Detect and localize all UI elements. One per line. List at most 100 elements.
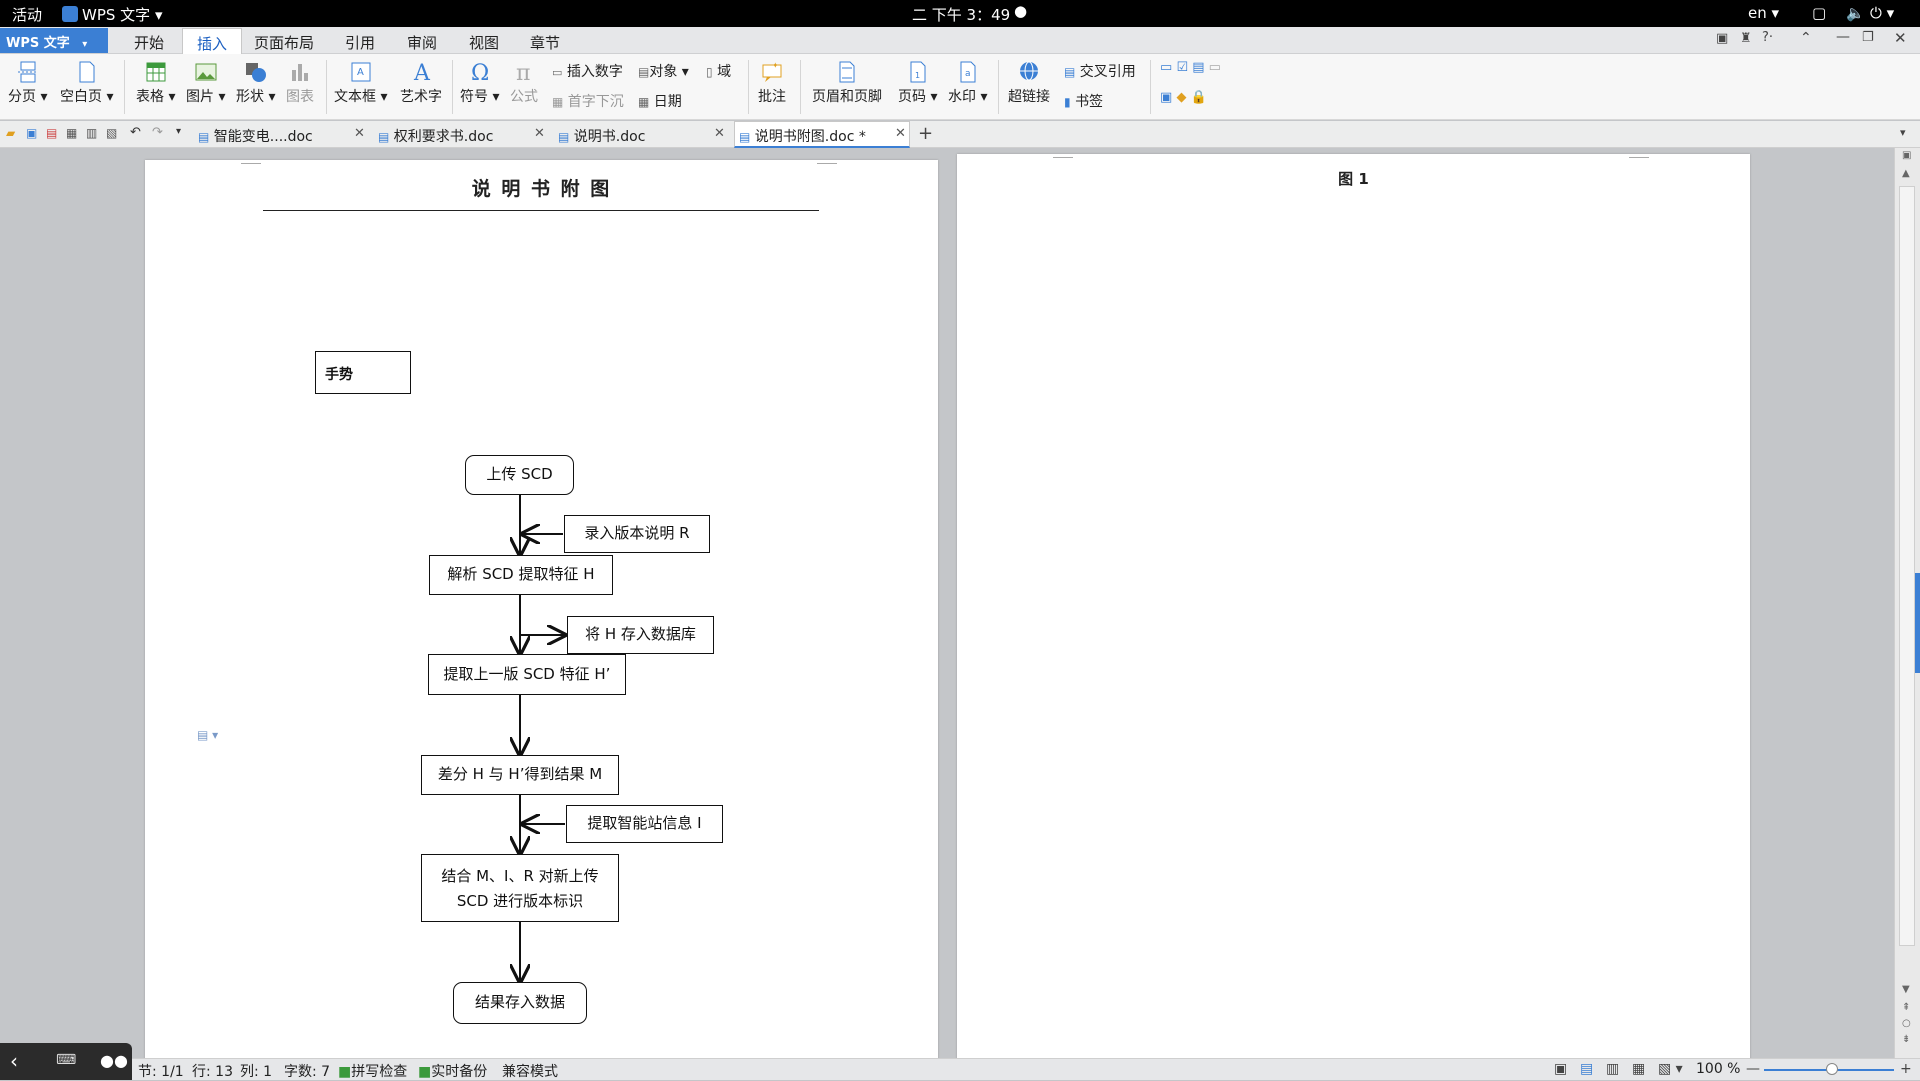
doc-tab-active[interactable]: ▤ 说明书附图.doc * ✕ (734, 121, 910, 148)
activities-button[interactable]: 活动 (12, 6, 43, 24)
shape-button[interactable]: 形状 ▾ (236, 60, 275, 106)
scroll-down-icon[interactable]: ▼ (1902, 984, 1910, 995)
gesture-box[interactable]: 手势 (315, 351, 411, 394)
zoom-in-icon[interactable]: + (1900, 1061, 1912, 1077)
picture-button[interactable]: 图片 ▾ (186, 60, 225, 106)
form-field-icon[interactable]: ▭ (1160, 60, 1173, 75)
vertical-scrollbar[interactable]: ▣ ▲ ▼ ⇞ ○ ⇟ (1894, 148, 1920, 1058)
date-button[interactable]: ▦ 日期 (638, 94, 682, 110)
new-tab-icon[interactable]: + (918, 123, 934, 144)
next-page-icon[interactable]: ⇟ (1902, 1034, 1911, 1045)
blank-page-button[interactable]: 空白页 ▾ (60, 60, 113, 106)
table-button[interactable]: 表格 ▾ (136, 60, 175, 106)
spell-check-toggle[interactable]: ■拼写检查 (338, 1064, 408, 1080)
page-1[interactable]: 说 明 书 附 图 手势 上传 SCD 录入版本说明 R 解析 SCD 提取特征… (145, 160, 938, 1058)
status-word-count[interactable]: 字数: 7 (284, 1064, 331, 1080)
find-icon[interactable]: ▧ (106, 126, 118, 140)
fit-page-icon[interactable]: ▣ (1554, 1061, 1568, 1077)
tab-insert[interactable]: 插入 (182, 28, 243, 55)
web-view-icon[interactable]: ▦ (1632, 1061, 1646, 1077)
close-tab-icon[interactable]: ✕ (895, 126, 906, 141)
tab-references[interactable]: 引用 (345, 34, 376, 52)
tab-list-icon[interactable]: ▾ (1900, 126, 1906, 139)
tab-chapter[interactable]: 章节 (530, 34, 561, 52)
flow-store-h[interactable]: 将 H 存入数据库 (567, 616, 714, 654)
keyboard-icon[interactable]: ⌨ (56, 1052, 77, 1068)
scroll-up-icon[interactable]: ▲ (1902, 168, 1910, 179)
flow-parse-scd[interactable]: 解析 SCD 提取特征 H (429, 555, 613, 595)
app-menu-button[interactable]: WPS 文字 ▾ (62, 4, 162, 25)
page-title[interactable]: 说 明 书 附 图 (471, 178, 612, 200)
cross-reference-button[interactable]: ▤ 交叉引用 (1064, 64, 1136, 80)
doc-tab-2[interactable]: ▤ 权利要求书.doc ✕ (378, 126, 545, 145)
flow-extract-station[interactable]: 提取智能站信息 I (566, 805, 723, 843)
page-2[interactable]: 图 1 (957, 154, 1750, 1058)
insert-number-button[interactable]: ▭ 插入数字 (552, 64, 623, 80)
select-browse-icon[interactable]: ○ (1902, 1018, 1911, 1029)
tab-start[interactable]: 开始 (134, 34, 165, 52)
flow-upload-scd[interactable]: 上传 SCD (465, 455, 574, 495)
undo-icon[interactable]: ↶ (130, 125, 141, 140)
wechat-icon[interactable]: ●● (100, 1051, 128, 1070)
close-tab-icon[interactable]: ✕ (534, 126, 545, 141)
checkbox-field-icon[interactable]: ☑ (1176, 60, 1189, 75)
drop-cap-button[interactable]: ▦ 首字下沉 (552, 94, 624, 110)
dropdown-field-icon[interactable]: ▤ (1192, 60, 1205, 75)
prev-page-icon[interactable]: ⇞ (1902, 1002, 1911, 1013)
design-mode-icon[interactable]: ▣ (1160, 90, 1173, 105)
open-folder-icon[interactable]: ▰ (6, 126, 16, 140)
lock-icon[interactable]: 🔒 (1190, 90, 1207, 105)
print-preview-icon[interactable]: ▥ (86, 126, 98, 140)
redo-icon[interactable]: ↷ (152, 125, 163, 140)
help-icon[interactable]: ?· (1762, 30, 1774, 45)
back-chevron-icon[interactable]: ‹ (10, 1049, 18, 1073)
page-view-icon[interactable]: ▤ (1580, 1061, 1594, 1077)
volume-icon[interactable]: 🔈 (1846, 4, 1865, 22)
restore-icon[interactable]: ❐ (1862, 30, 1874, 45)
power-icon[interactable]: ⏻ ▾ (1870, 4, 1895, 22)
tab-view[interactable]: 视图 (469, 34, 500, 52)
object-button[interactable]: ▤对象 ▾ (638, 64, 689, 80)
flow-diff[interactable]: 差分 H 与 H’得到结果 M (421, 755, 619, 795)
quick-access-dropdown-icon[interactable]: ▾ (176, 126, 182, 137)
eraser-icon[interactable]: ◆ (1176, 90, 1187, 105)
bookmark-button[interactable]: ▮ 书签 (1064, 94, 1104, 110)
reading-view-icon[interactable]: ▧ ▾ (1658, 1061, 1683, 1077)
flow-extract-previous[interactable]: 提取上一版 SCD 特征 H’ (428, 654, 626, 695)
shirt-icon[interactable]: ♜ (1740, 31, 1752, 46)
flow-store-result[interactable]: 结果存入数据 (453, 982, 587, 1024)
chart-button[interactable]: 图表 (286, 60, 314, 106)
form-tools-row[interactable]: ▣ ◆ 🔒 (1160, 90, 1207, 105)
form-controls-row[interactable]: ▭ ☑ ▤ ▭ (1160, 60, 1221, 75)
wps-menu-button[interactable]: WPS 文字 ▾ (0, 28, 108, 53)
comment-button[interactable]: ✦ 批注 (758, 61, 786, 105)
page-number-button[interactable]: 1 页码 ▾ (898, 60, 937, 106)
realtime-backup-toggle[interactable]: ■实时备份 (418, 1064, 488, 1080)
doc-tab-1[interactable]: ▤ 智能变电....doc ✕ (198, 126, 365, 145)
clock[interactable]: 二 下午 3：49 (912, 6, 1011, 24)
close-tab-icon[interactable]: ✕ (714, 126, 725, 141)
status-section[interactable]: 节: 1/1 (138, 1064, 184, 1080)
header-footer-button[interactable]: 页眉和页脚 (812, 60, 882, 106)
paragraph-handle-icon[interactable]: ▤ ▾ (197, 728, 219, 742)
minimize-icon[interactable]: — (1836, 29, 1850, 45)
close-tab-icon[interactable]: ✕ (354, 126, 365, 141)
symbol-button[interactable]: Ω 符号 ▾ (460, 61, 500, 105)
figure-caption[interactable]: 图 1 (1338, 170, 1369, 188)
page-break-button[interactable]: 分页 ▾ (8, 60, 47, 106)
hyperlink-button[interactable]: 超链接 (1008, 60, 1050, 106)
flow-combine[interactable]: 结合 M、I、R 对新上传 SCD 进行版本标识 (421, 854, 619, 922)
wordart-button[interactable]: A 艺术字 (400, 61, 442, 105)
zoom-level[interactable]: 100 % (1696, 1061, 1741, 1077)
print-icon[interactable]: ▦ (66, 126, 78, 140)
field-button[interactable]: ▯ 域 (706, 64, 732, 80)
save-icon[interactable]: ▣ (26, 126, 38, 140)
zoom-out-icon[interactable]: — (1746, 1061, 1760, 1077)
tab-page-layout[interactable]: 页面布局 (254, 34, 315, 52)
frame-field-icon[interactable]: ▭ (1208, 60, 1221, 75)
collapse-ribbon-icon[interactable]: ⌃ (1800, 30, 1812, 46)
watermark-button[interactable]: a 水印 ▾ (948, 60, 987, 106)
window-icon[interactable]: ▢ (1812, 4, 1827, 22)
document-canvas[interactable]: 说 明 书 附 图 手势 上传 SCD 录入版本说明 R 解析 SCD 提取特征… (0, 148, 1894, 1058)
scroll-thumb[interactable] (1899, 186, 1915, 946)
